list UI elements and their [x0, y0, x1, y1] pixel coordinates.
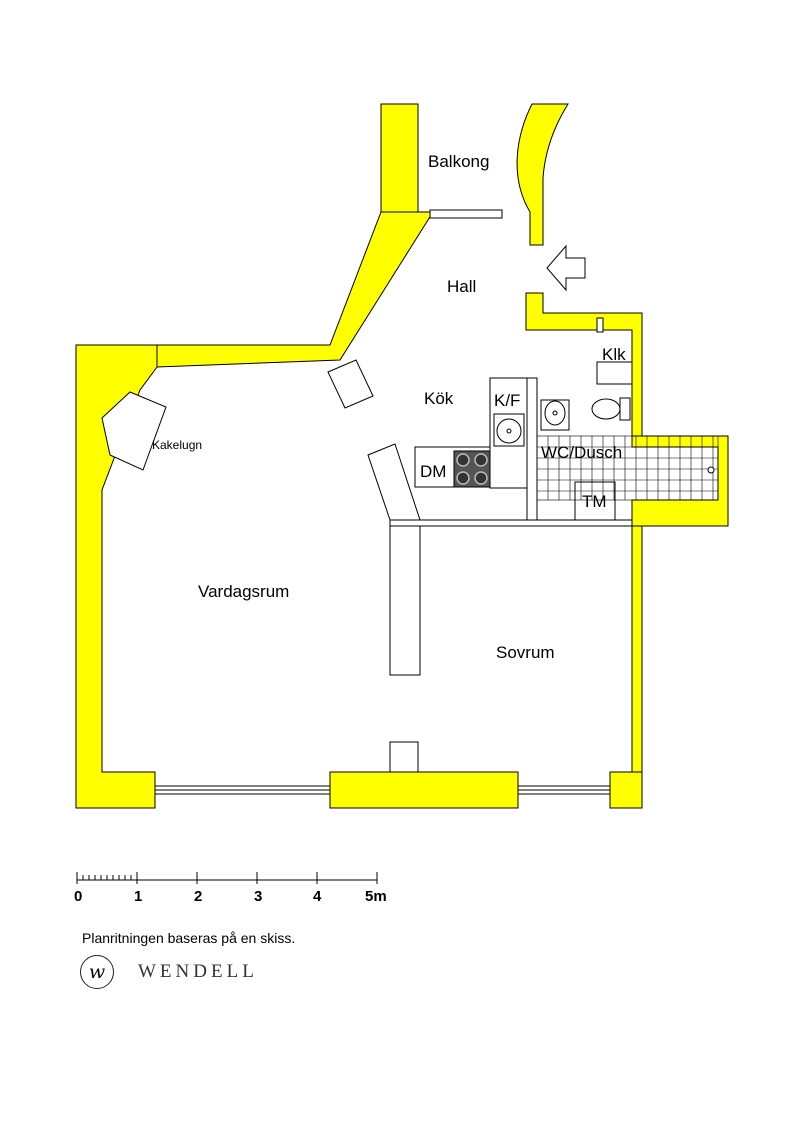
- label-klk: Klk: [602, 345, 626, 364]
- shower-icon: [707, 466, 715, 474]
- interior-walls: [327, 317, 633, 773]
- scale-tick-1: 1: [134, 888, 142, 905]
- kakelugn-stove: [101, 391, 167, 471]
- scale-tick-3: 3: [254, 888, 262, 905]
- label-kf: K/F: [494, 391, 520, 410]
- brand-mark-icon: w: [80, 955, 114, 989]
- scale-bar: 0 1 2 3 4 5m: [74, 872, 387, 905]
- label-wc-dusch: WC/Dusch: [541, 443, 622, 462]
- label-kok: Kök: [424, 389, 454, 408]
- scale-tick-5: 5m: [365, 888, 387, 905]
- bathroom-tiles: [536, 435, 719, 501]
- windows: [154, 209, 611, 795]
- scale-tick-4: 4: [313, 888, 322, 905]
- plan-note: Planritningen baseras på en skiss.: [82, 930, 296, 946]
- label-dm: DM: [420, 462, 446, 481]
- stove: [453, 450, 491, 488]
- kitchen-sink-icon: [493, 413, 525, 447]
- bathroom-sink-icon: [540, 399, 570, 431]
- scale-tick-2: 2: [194, 888, 202, 905]
- label-balkong: Balkong: [428, 152, 489, 171]
- label-tm: TM: [582, 492, 607, 511]
- entrance-arrow-icon: [546, 244, 586, 292]
- brand-logo: w WENDELL: [80, 953, 258, 991]
- label-hall: Hall: [447, 277, 476, 296]
- label-kakelugn: Kakelugn: [152, 438, 202, 452]
- toilet-icon: [591, 397, 631, 421]
- brand-name: WENDELL: [138, 961, 258, 982]
- scale-tick-0: 0: [74, 888, 82, 905]
- exterior-walls: [75, 103, 729, 809]
- label-vardagsrum: Vardagsrum: [198, 582, 289, 601]
- label-sovrum: Sovrum: [496, 643, 555, 662]
